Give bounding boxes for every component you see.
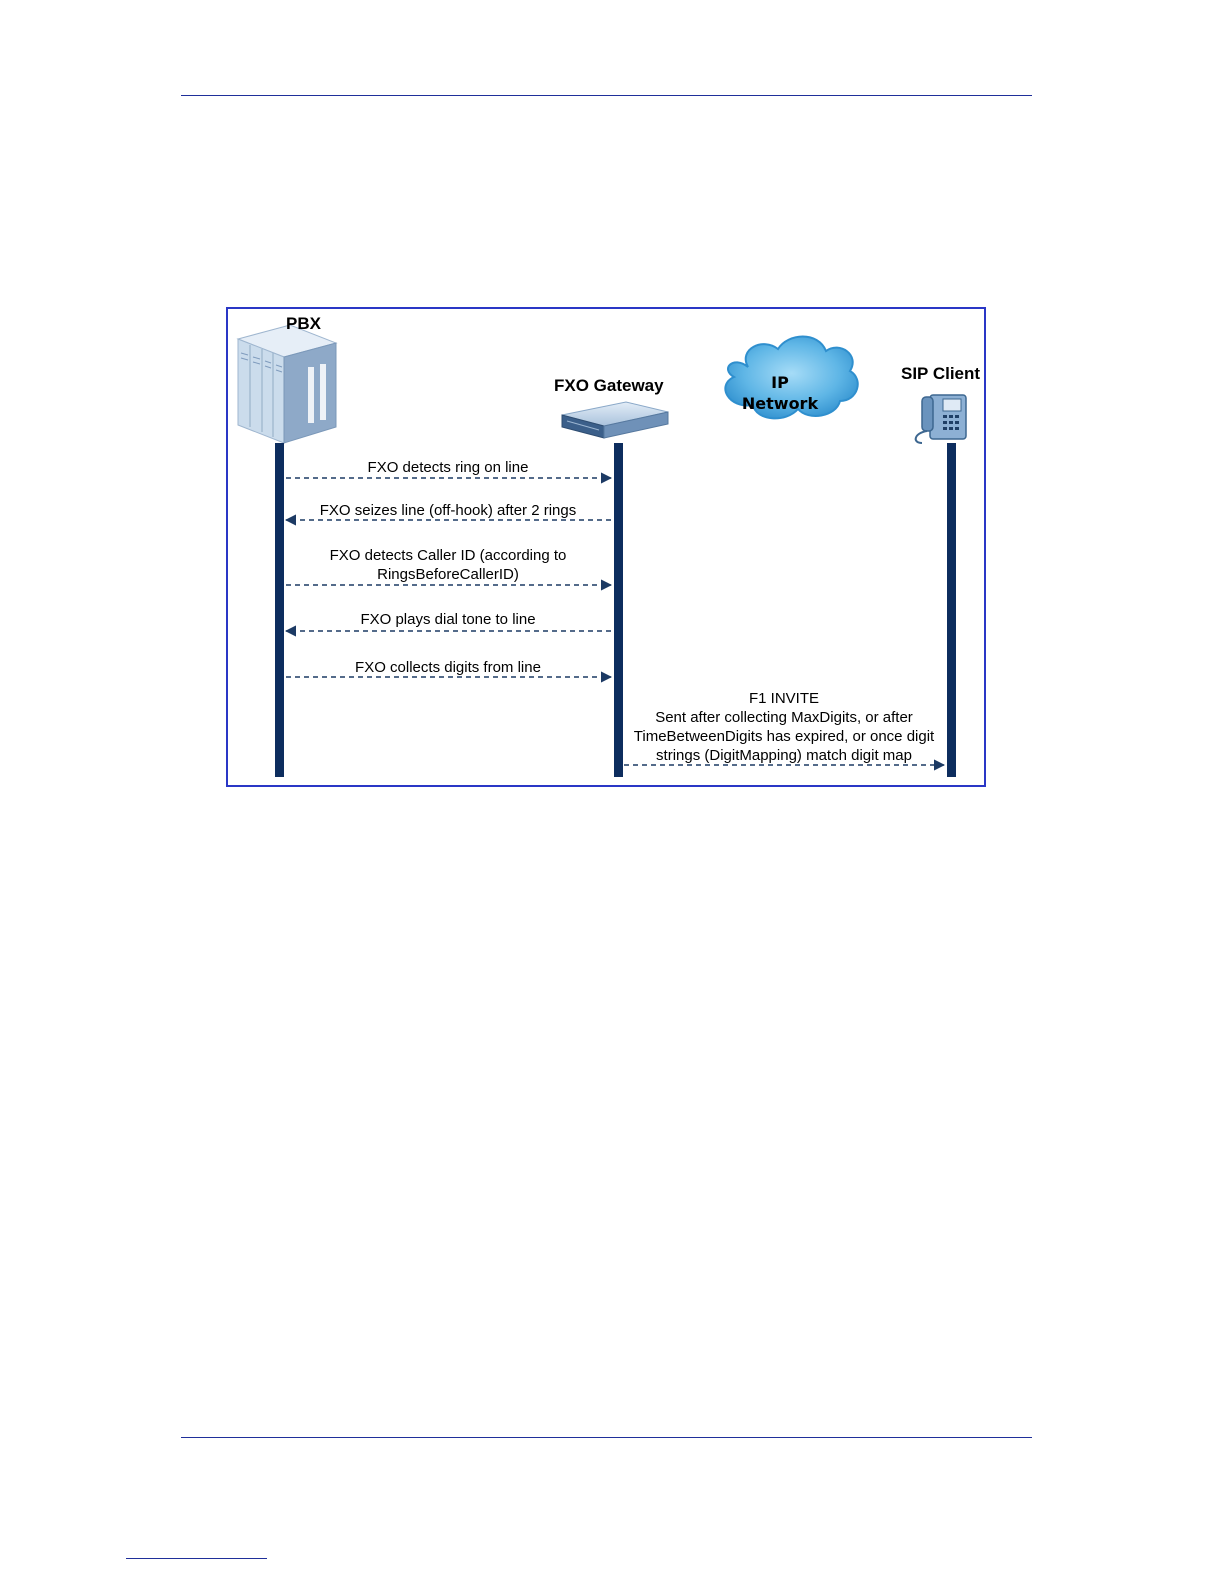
pbx-cabinet-icon <box>236 324 338 444</box>
pbx-label: PBX <box>286 314 321 333</box>
message-label-3: FXO detects Caller ID (according to Ring… <box>288 546 608 584</box>
header-rule <box>181 95 1032 96</box>
ip-network-label-line-2: Network <box>741 394 819 413</box>
message-label-6: F1 INVITE Sent after collecting MaxDigit… <box>624 689 944 765</box>
ip-network-label: IP Network <box>728 372 832 414</box>
call-flow-svg <box>236 324 967 777</box>
pbx-lifeline <box>275 443 284 777</box>
footer-rule <box>181 1437 1032 1438</box>
message-label-2: FXO seizes line (off-hook) after 2 rings <box>288 501 608 520</box>
ip-network-label-line-1: IP <box>771 373 789 392</box>
sip-client-label: SIP Client <box>901 364 981 383</box>
gateway-device-icon <box>561 401 669 439</box>
fxo-gateway-label: FXO Gateway <box>554 376 664 395</box>
message-label-1: FXO detects ring on line <box>288 458 608 477</box>
message-text: FXO detects ring on line <box>367 459 529 476</box>
sip-client-lifeline <box>947 443 956 777</box>
message-text: FXO plays dial tone to line <box>360 611 536 628</box>
message-text: Sent after collecting MaxDigits, or afte… <box>655 709 913 726</box>
message-text: strings (DigitMapping) match digit map <box>656 747 912 764</box>
message-text: RingsBeforeCallerID) <box>377 566 519 583</box>
message-text: FXO collects digits from line <box>355 659 541 676</box>
message-label-4: FXO plays dial tone to line <box>288 610 608 629</box>
call-flow-diagram: PBX FXO Gateway IP Network SIP Client FX… <box>226 307 986 787</box>
footnote-rule <box>126 1558 267 1559</box>
ip-cloud-icon <box>724 335 859 420</box>
message-text: FXO seizes line (off-hook) after 2 rings <box>319 502 577 519</box>
message-text: TimeBetweenDigits has expired, or once d… <box>633 728 935 745</box>
message-text: F1 INVITE <box>748 690 819 707</box>
message-label-5: FXO collects digits from line <box>288 658 608 677</box>
gateway-lifeline <box>614 443 623 777</box>
message-text: FXO detects Caller ID (according to <box>329 547 567 564</box>
desk-phone-icon <box>914 394 967 444</box>
